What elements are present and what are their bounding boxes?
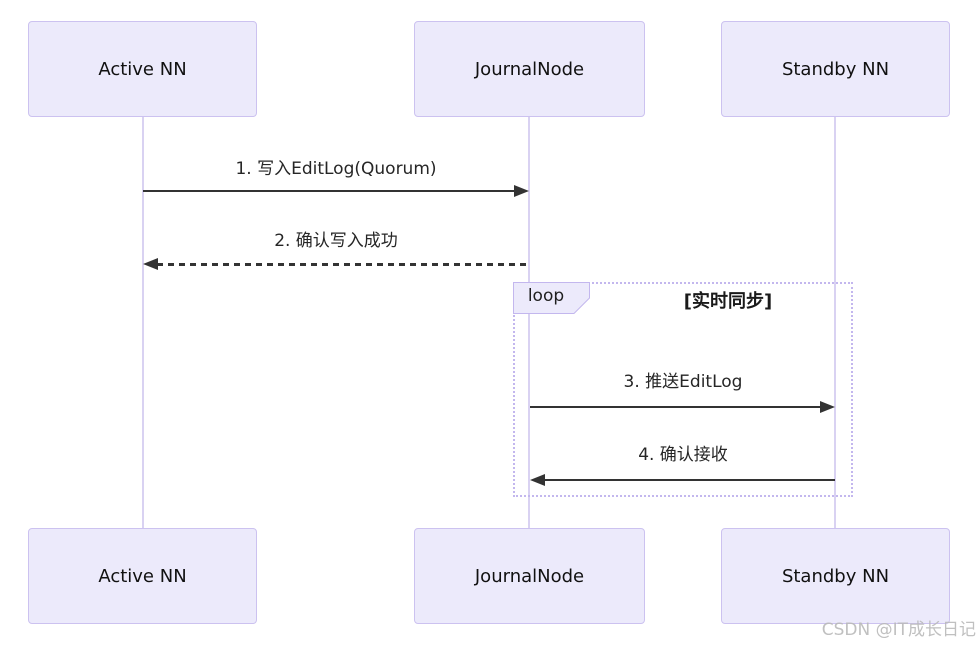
lifeline-standby-nn [834,117,836,528]
actor-top-journalnode: JournalNode [414,21,645,117]
actor-bottom-active-nn: Active NN [28,528,257,624]
message-3-line [530,406,821,408]
message-4-line [545,479,835,481]
actor-label: Active NN [98,58,187,80]
message-3-label: 3. 推送EditLog [623,372,743,392]
lifeline-journalnode [528,117,530,528]
loop-tag-shape [513,282,590,314]
message-1-label: 1. 写入EditLog(Quorum) [235,159,437,179]
csdn-watermark: CSDN @IT成长日记 [821,620,976,640]
loop-keyword-tag: loop [513,282,590,314]
actor-label: JournalNode [474,565,585,587]
loop-condition: [实时同步] [683,291,773,312]
loop-keyword: loop [527,286,565,306]
message-4-label: 4. 确认接收 [638,445,728,465]
message-2-line [157,263,529,266]
message-2-label: 2. 确认写入成功 [274,231,398,251]
message-1-arrowhead-icon [514,185,529,197]
actor-label: JournalNode [474,58,585,80]
actor-top-standby-nn: Standby NN [721,21,950,117]
lifeline-active-nn [142,117,144,528]
actor-label: Standby NN [781,58,890,80]
message-2-arrowhead-icon [143,258,158,270]
message-3-arrowhead-icon [820,401,835,413]
actor-bottom-standby-nn: Standby NN [721,528,950,624]
actor-bottom-journalnode: JournalNode [414,528,645,624]
message-4-arrowhead-icon [530,474,545,486]
message-1-line [143,190,516,192]
actor-label: Standby NN [781,565,890,587]
actor-label: Active NN [98,565,187,587]
actor-top-active-nn: Active NN [28,21,257,117]
loop-frame [513,282,853,497]
